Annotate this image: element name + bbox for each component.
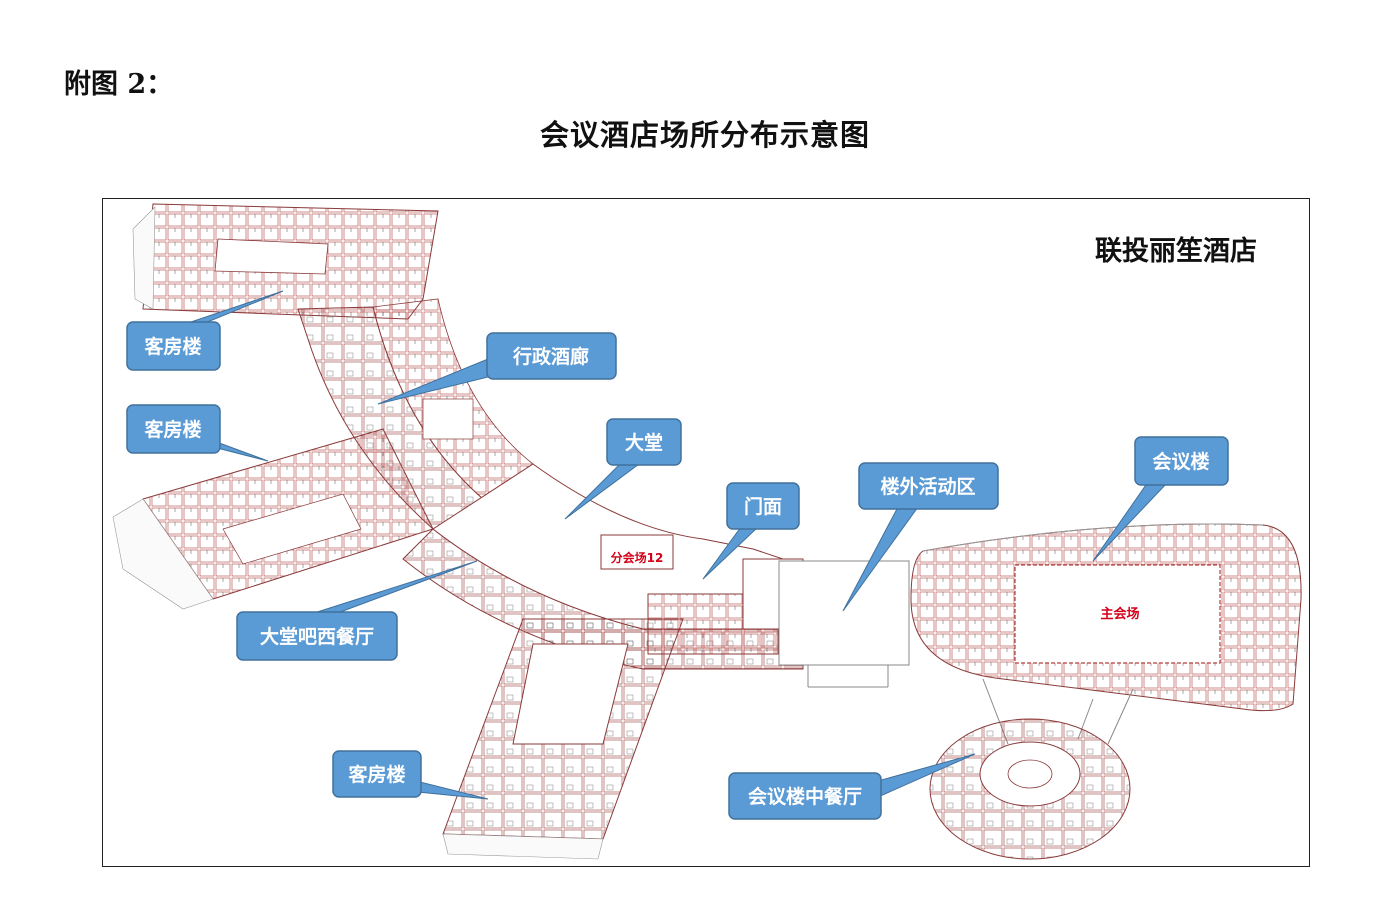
callout-guest-room-2: 客房楼 <box>126 404 269 462</box>
conference-building <box>910 523 1302 712</box>
hotel-name: 联投丽笙酒店 <box>1095 236 1257 267</box>
callout-lobby-bar-restaurant-label: 大堂吧西餐厅 <box>260 625 374 648</box>
attachment-label: 附图 2： <box>64 69 174 100</box>
guest-wing-west <box>112 428 434 610</box>
callout-chinese-restaurant: 会议楼中餐厅 <box>728 753 976 820</box>
callout-lobby-label: 大堂 <box>625 431 663 454</box>
callout-guest-room-2-label: 客房楼 <box>144 418 201 441</box>
sub-venue-label: 分会场12 <box>611 550 664 565</box>
callout-outdoor-area-label: 楼外活动区 <box>880 475 975 498</box>
document-title: 会议酒店场所分布示意图 <box>539 118 870 152</box>
guest-wing-south <box>442 618 684 860</box>
callout-outdoor-area: 楼外活动区 <box>842 462 999 612</box>
callout-facade: 门面 <box>702 482 800 580</box>
restaurant-round-building <box>929 678 1134 860</box>
callout-guest-room-1-label: 客房楼 <box>144 335 201 358</box>
executive-lounge-wing <box>297 298 534 530</box>
callout-guest-room-1: 客房楼 <box>126 290 284 371</box>
callout-chinese-restaurant-label: 会议楼中餐厅 <box>748 785 862 808</box>
callout-conference-building: 会议楼 <box>1092 436 1229 562</box>
callout-guest-room-3-label: 客房楼 <box>348 763 405 786</box>
floor-plan-map: 客房楼 行政酒廊 客房楼 大堂 门面 楼外活动区 <box>102 198 1310 867</box>
callout-conference-building-label: 会议楼 <box>1152 450 1209 473</box>
callout-executive-lounge: 行政酒廊 <box>377 332 617 405</box>
callout-guest-room-3: 客房楼 <box>332 750 489 800</box>
outdoor-zone <box>778 560 910 688</box>
callout-facade-label: 门面 <box>744 495 782 518</box>
floor-plan-drawing: 客房楼 行政酒廊 客房楼 大堂 门面 楼外活动区 <box>112 203 1302 860</box>
callout-executive-lounge-label: 行政酒廊 <box>512 345 589 368</box>
guest-wing-north <box>132 203 439 320</box>
main-venue-label: 主会场 <box>1100 606 1139 622</box>
callout-lobby: 大堂 <box>564 418 682 520</box>
callout-lobby-bar-restaurant: 大堂吧西餐厅 <box>236 560 478 661</box>
